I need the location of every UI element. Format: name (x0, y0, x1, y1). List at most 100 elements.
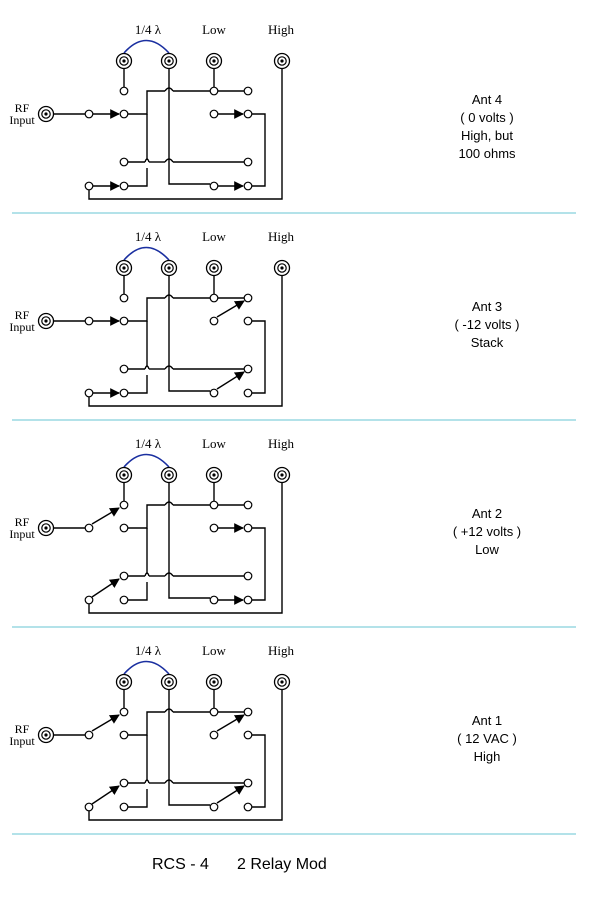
contact-node (119, 364, 129, 374)
contact-node (243, 778, 253, 788)
contact-node (243, 157, 253, 167)
quarter-b-wire (168, 483, 210, 599)
right-loop-wire (250, 113, 266, 187)
crossover-hop (164, 501, 174, 506)
description-line: Low (475, 542, 499, 557)
contact-node (119, 571, 129, 581)
input-label: Input (9, 113, 35, 127)
contact-node (119, 157, 129, 167)
contact-node (209, 86, 219, 96)
right-loop-wire (250, 527, 266, 601)
contact-node (209, 500, 219, 510)
contact-node (243, 181, 253, 191)
jack-quarter-wave-b-icon (160, 673, 178, 691)
antenna-label: Ant 3 (472, 299, 502, 314)
quarter-wave-label: 1/4 λ (135, 229, 162, 244)
crossover-hop (164, 158, 174, 163)
jack-low-icon (205, 466, 223, 484)
contact-node (243, 316, 253, 326)
contact-node (243, 707, 253, 717)
contact-node (119, 500, 129, 510)
crossover-hop (164, 294, 174, 299)
contact-node (243, 802, 253, 812)
contact-node (84, 388, 94, 398)
low-label: Low (202, 643, 226, 658)
jack-quarter-wave-a-icon (115, 466, 133, 484)
contact-node (243, 293, 253, 303)
contact-node (84, 523, 94, 533)
jack-rf-input-icon (37, 519, 55, 537)
contact-node (209, 109, 219, 119)
relay1-upper-arm (91, 714, 120, 732)
crossover-hop (164, 572, 174, 577)
jack-quarter-wave-a-icon (115, 673, 133, 691)
contact-node (84, 595, 94, 605)
quarter-b-wire (168, 690, 210, 806)
antenna-label: Ant 4 (472, 92, 502, 107)
contact-node (243, 523, 253, 533)
voltage-label: ( +12 volts ) (453, 524, 521, 539)
relay1-lower-arm (91, 578, 120, 598)
antenna-label: Ant 1 (472, 713, 502, 728)
contact-node (119, 293, 129, 303)
rf-label: RF (15, 308, 30, 322)
input-label: Input (9, 527, 35, 541)
jack-quarter-wave-a-icon (115, 52, 133, 70)
contact-node (243, 595, 253, 605)
rf-label: RF (15, 515, 30, 529)
high-label: High (268, 22, 295, 37)
quarter-wave-jumper (123, 660, 170, 675)
footer-mod: 2 Relay Mod (237, 856, 327, 873)
jack-quarter-wave-b-icon (160, 466, 178, 484)
contact-node (119, 523, 129, 533)
contact-node (84, 802, 94, 812)
contact-node (119, 778, 129, 788)
quarter-wave-jumper (123, 246, 170, 261)
crossover-hop (144, 158, 150, 163)
quarter-wave-jumper (123, 39, 170, 54)
rf-label: RF (15, 101, 30, 115)
contact-node (209, 316, 219, 326)
contact-node (243, 500, 253, 510)
contact-node (84, 181, 94, 191)
contact-node (209, 707, 219, 717)
bridge-vertical-wire-b (128, 582, 148, 601)
footer-model: RCS - 4 (152, 856, 209, 873)
relay2-upper-arm (216, 714, 245, 732)
low-label: Low (202, 229, 226, 244)
contact-node (243, 730, 253, 740)
bridge-vertical-wire-b (128, 168, 148, 187)
crossover-hop (164, 87, 174, 92)
contact-node (84, 109, 94, 119)
contact-node (243, 364, 253, 374)
quarter-b-wire (168, 69, 210, 185)
right-loop-wire (250, 734, 266, 808)
input-label: Input (9, 734, 35, 748)
quarter-wave-jumper (123, 453, 170, 468)
relay2-upper-arm (216, 300, 245, 318)
contact-node (119, 707, 129, 717)
contact-node (209, 730, 219, 740)
contact-node (209, 523, 219, 533)
relay2-lower-arm (216, 371, 245, 390)
contact-node (209, 293, 219, 303)
jack-high-icon (273, 673, 291, 691)
description-line: 100 ohms (458, 146, 516, 161)
low-label: Low (202, 22, 226, 37)
high-return-wire (88, 276, 283, 407)
bridge-upper-wire-a (128, 504, 165, 529)
jack-low-icon (205, 52, 223, 70)
relay1-lower-arm (91, 785, 120, 805)
voltage-label: ( -12 volts ) (454, 317, 519, 332)
jack-quarter-wave-a-icon (115, 259, 133, 277)
right-loop-wire (250, 320, 266, 394)
high-return-wire (88, 690, 283, 821)
contact-node (119, 316, 129, 326)
jack-rf-input-icon (37, 312, 55, 330)
jack-low-icon (205, 259, 223, 277)
